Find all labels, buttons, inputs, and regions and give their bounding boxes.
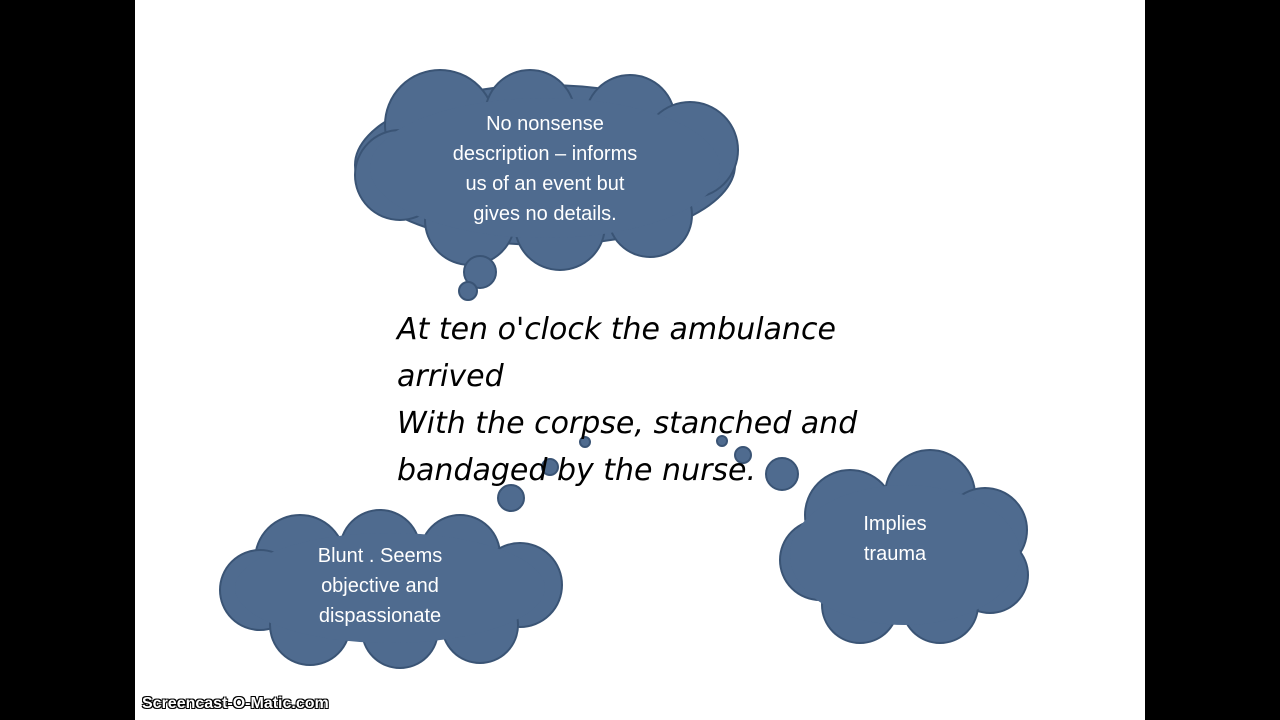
cloud-right [716,435,1029,644]
poem-line: arrived [397,359,504,394]
cloud-bottom-left-line: Blunt . Seems [317,545,443,567]
cloud-right-line: trauma [863,543,927,565]
cloud-bottom-left-line: dispassionate [318,605,442,627]
cloud-bottom-left [219,436,591,669]
cloud-right-line: Implies [863,513,927,535]
poem-line: With the corpse, stanched and [397,406,858,441]
cloud-top-text: No nonsense description – informs us of … [410,109,680,229]
cloud-top [354,69,739,301]
cloud-top-line: description – informs [452,143,638,165]
cloud-top-line: us of an event but [465,173,625,195]
cloud-bottom-left-text: Blunt . Seems objective and dispassionat… [290,541,470,631]
cloud-right-text: Implies trauma [835,509,955,569]
screencast-watermark: Screencast-O-Matic.com [142,695,329,712]
cloud-top-line: No nonsense [486,113,604,135]
cloud-bottom-left-line: objective and [321,575,439,597]
poem-line: bandaged by the nurse. [397,453,757,488]
poem-line: At ten o'clock the ambulance [397,312,836,347]
cloud-top-line: gives no details. [473,203,617,225]
poem-text: At ten o'clock the ambulance arrived Wit… [397,306,917,494]
